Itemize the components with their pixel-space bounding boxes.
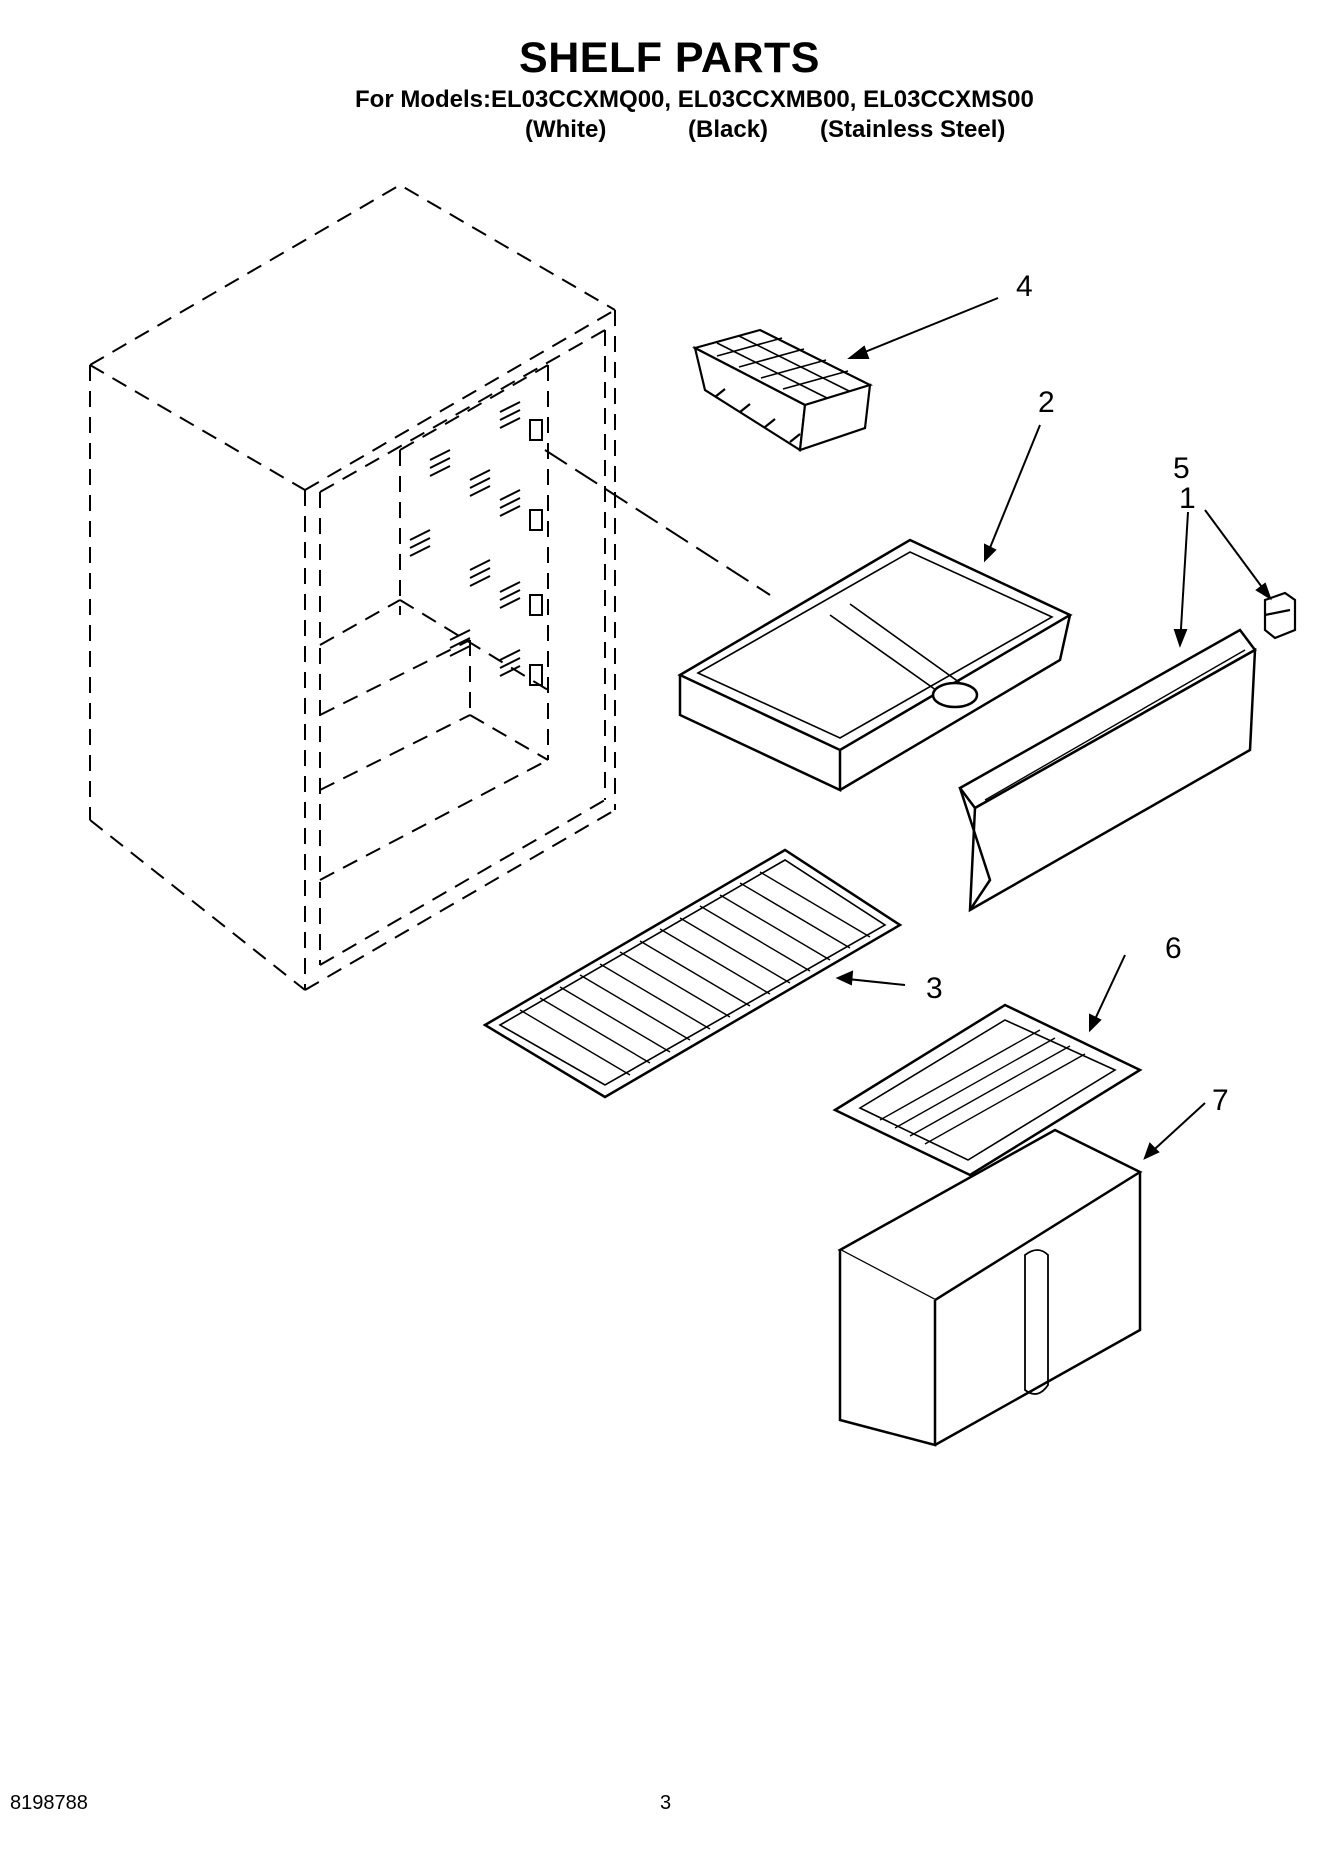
variant-white: (White): [525, 116, 607, 143]
callout-7: 7: [1212, 1084, 1229, 1117]
retainer-clip: [1263, 591, 1297, 640]
document-number: 8198788: [10, 1792, 88, 1814]
cabinet-outline: [89, 183, 616, 991]
drip-pan: [677, 538, 1073, 792]
cabinet-leader-line: [544, 449, 771, 596]
ice-cube-tray: [692, 328, 873, 452]
shelf-support-clips: [409, 401, 543, 686]
wire-shelf: [482, 848, 903, 1099]
crisper-cover: [832, 1003, 1143, 1177]
callout-3: 3: [926, 972, 943, 1005]
callout-4: 4: [1016, 270, 1033, 303]
callout-6: 6: [1165, 932, 1182, 965]
variant-stainless: (Stainless Steel): [820, 116, 1006, 143]
callout-5: 5: [1173, 452, 1190, 485]
shelf-front-bar: [958, 628, 1257, 913]
variant-black: (Black): [688, 116, 769, 143]
page-number: 3: [660, 1792, 672, 1814]
callout-2: 2: [1038, 386, 1055, 419]
callout-1: 1: [1179, 482, 1196, 515]
crisper-bin: [837, 1128, 1143, 1447]
callout-leaders: [835, 297, 1272, 1160]
models-line: For Models:EL03CCXMQ00, EL03CCXMB00, EL0…: [355, 86, 1034, 113]
page-title: SHELF PARTS: [519, 34, 820, 82]
